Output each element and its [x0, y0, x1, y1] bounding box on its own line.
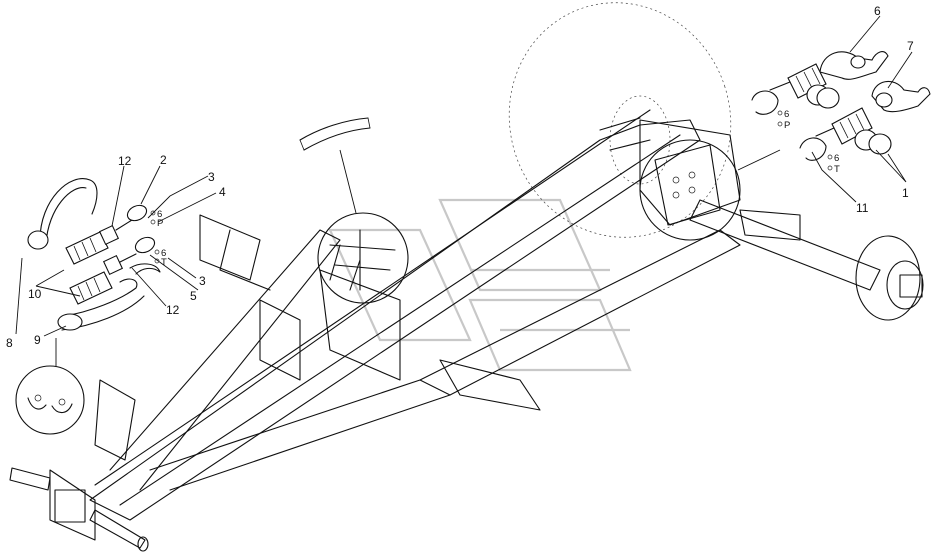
svg-text:T: T: [834, 164, 840, 175]
wheel-outline: [508, 2, 732, 238]
left-coupling-lower: [69, 253, 137, 305]
rear-axle: [599, 117, 924, 321]
right-coupling-lower: [815, 107, 873, 145]
right-clip-lower: [799, 137, 827, 161]
callout-3-lower: 3: [199, 274, 206, 288]
trailer-frame: [89, 109, 741, 521]
color-mark-right-upper: 6 P: [777, 109, 790, 131]
svg-text:6: 6: [834, 153, 839, 164]
callout-1: 1: [902, 186, 909, 200]
hose-segment: [299, 117, 371, 151]
callout-8: 8: [6, 336, 13, 350]
color-mark-right-lower: 6 T: [827, 153, 840, 175]
left-dust-cap-lower: [57, 278, 145, 331]
callout-4: 4: [219, 185, 226, 199]
callout-5: 5: [190, 289, 197, 303]
callout-12-lower: 12: [166, 303, 180, 317]
svg-text:T: T: [161, 257, 167, 268]
detail-circle-left: [15, 338, 85, 435]
callout-2: 2: [160, 153, 167, 167]
svg-text:6: 6: [157, 209, 162, 220]
detail-circle-right: [639, 139, 781, 241]
right-dust-cap-lower: [871, 80, 931, 113]
right-o-rings-lower: [854, 129, 892, 155]
right-clip-upper: [751, 90, 779, 115]
left-coupling-upper: [65, 219, 133, 265]
callout-6: 6: [874, 4, 881, 18]
right-coupling-upper: [769, 63, 827, 99]
callout-12-upper: 12: [118, 154, 132, 168]
callout-11: 11: [856, 201, 869, 215]
svg-text:P: P: [784, 120, 790, 131]
detail-circle-center: [317, 149, 409, 304]
color-mark-left-upper: 6 P: [150, 209, 163, 229]
leader-lines: [15, 15, 913, 337]
left-clip-lower: [129, 263, 161, 275]
callout-labels: 1 2 3 4 3 5 6 7 8 9 10 11 12 12: [6, 4, 914, 350]
right-dust-cap-upper: [819, 51, 889, 80]
left-o-ring-upper: [126, 204, 148, 222]
right-o-rings-upper: [806, 84, 840, 109]
svg-text:P: P: [157, 218, 163, 229]
left-o-ring-lower: [134, 236, 156, 254]
svg-text:6: 6: [161, 248, 166, 259]
callout-7: 7: [907, 39, 914, 53]
callout-10: 10: [28, 287, 42, 301]
svg-text:6: 6: [784, 109, 789, 120]
left-dust-cap-upper: [27, 178, 98, 250]
front-hitch: [9, 467, 149, 552]
callout-3-upper: 3: [208, 170, 215, 184]
color-mark-left-lower: 6 T: [154, 248, 167, 268]
callout-9: 9: [34, 333, 41, 347]
